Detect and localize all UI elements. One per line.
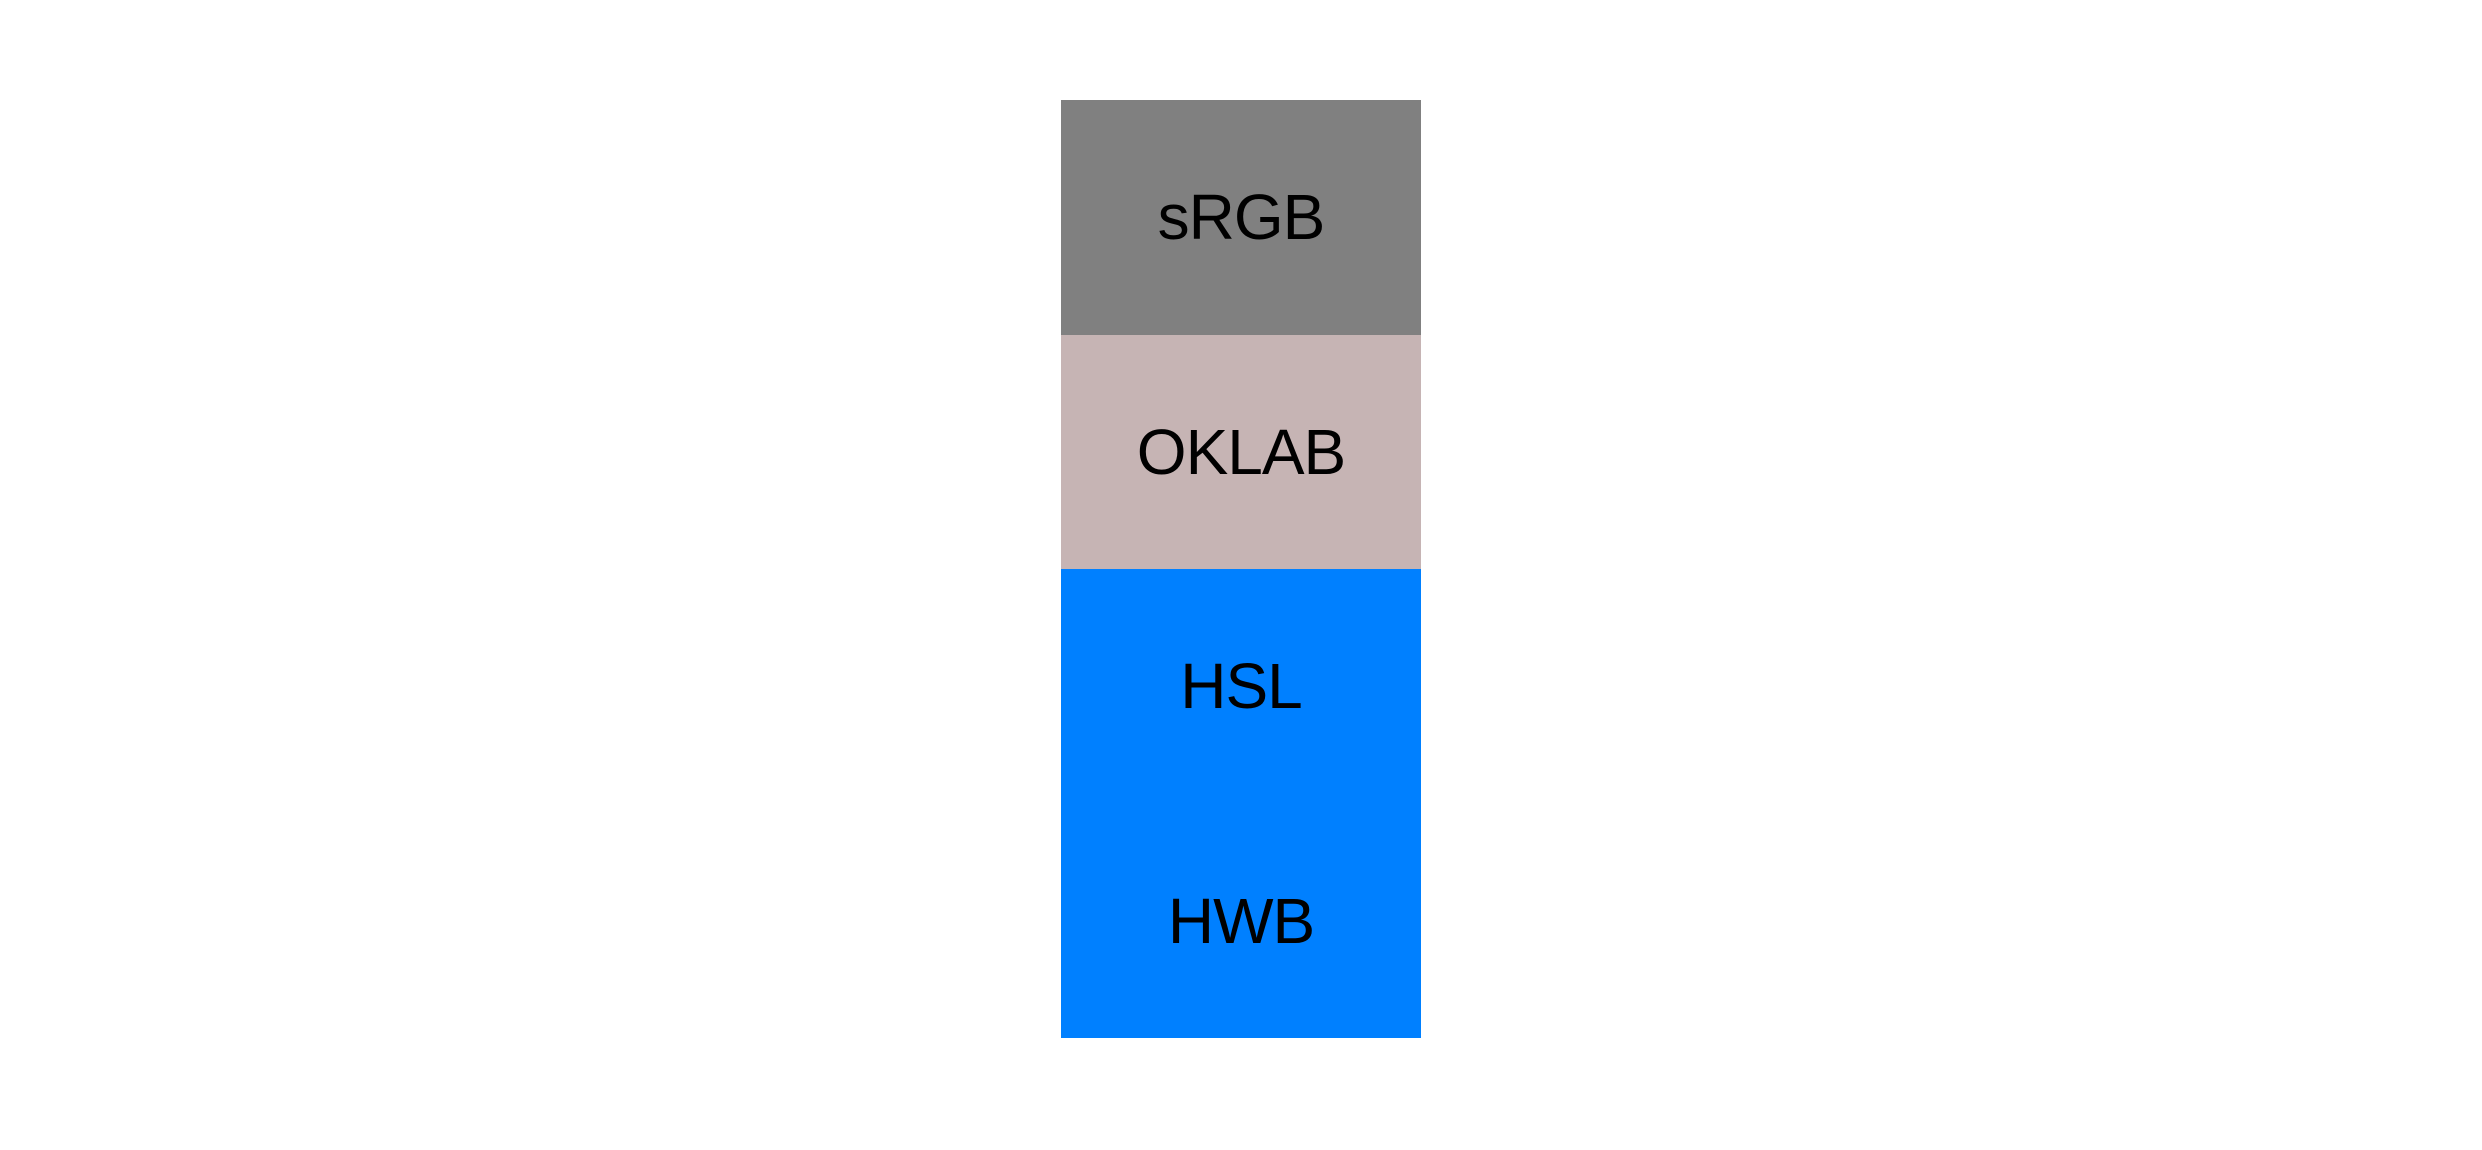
swatch-srgb-label: sRGB bbox=[1157, 181, 1326, 254]
swatch-oklab-label: OKLAB bbox=[1136, 415, 1346, 488]
swatch-hwb: HWB bbox=[1061, 803, 1421, 1038]
swatch-hsl-label: HSL bbox=[1180, 650, 1302, 723]
swatch-srgb: sRGB bbox=[1061, 100, 1421, 335]
color-swatch-stack: sRGB OKLAB HSL HWB bbox=[1061, 100, 1421, 1038]
swatch-hsl: HSL bbox=[1061, 569, 1421, 804]
swatch-oklab: OKLAB bbox=[1061, 334, 1421, 569]
swatch-hwb-label: HWB bbox=[1167, 884, 1315, 957]
